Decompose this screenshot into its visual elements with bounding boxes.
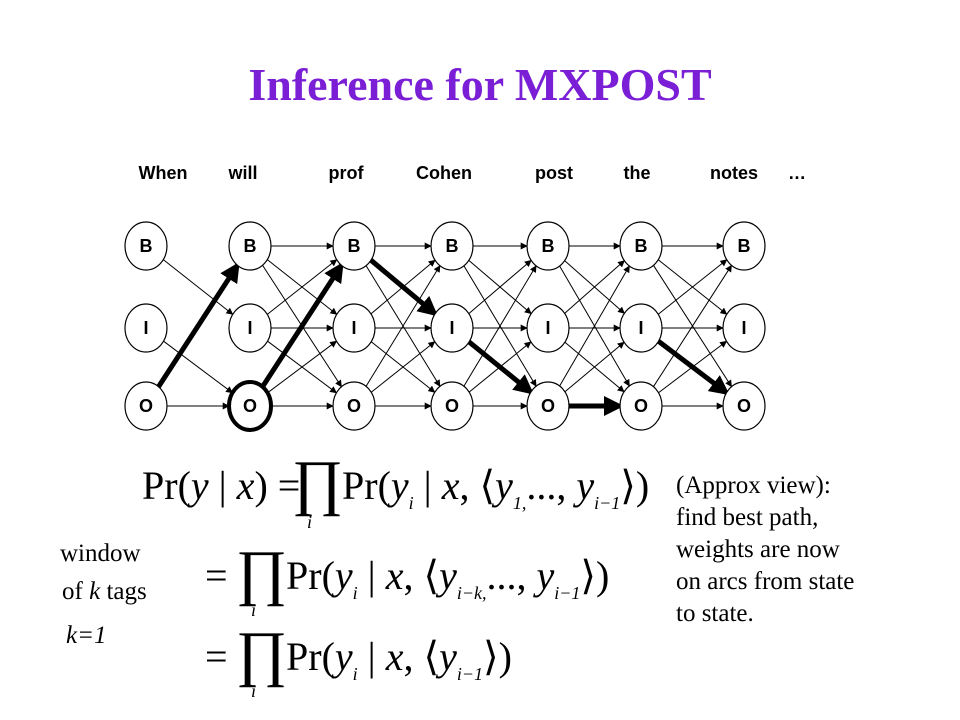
- k-tags-label: of k tags: [62, 578, 147, 605]
- arc-2-2-3-0: [365, 265, 441, 387]
- svg-text:B: B: [635, 236, 648, 256]
- state-node-6-B: B: [722, 221, 766, 271]
- state-node-1-B: B: [228, 221, 272, 271]
- svg-text:I: I: [247, 318, 252, 338]
- state-node-1-O: O: [227, 380, 273, 432]
- equation-k1: =: [205, 634, 228, 679]
- window-label: window: [60, 540, 141, 567]
- svg-text:B: B: [348, 236, 361, 256]
- product-index-2: i: [251, 600, 257, 620]
- product-symbol-1: ∏: [292, 449, 344, 517]
- svg-text:B: B: [542, 236, 555, 256]
- arc-2-2-3-1: [370, 341, 436, 393]
- arc-1-2-2-1: [267, 340, 338, 394]
- state-node-2-I: I: [332, 303, 376, 353]
- word-7: …: [788, 163, 806, 183]
- state-node-1-I: I: [228, 303, 272, 353]
- slide-title: Inference for MXPOST: [248, 59, 712, 110]
- word-6: notes: [710, 163, 758, 183]
- svg-text:O: O: [243, 396, 257, 416]
- arc-0-1-1-2: [163, 340, 234, 394]
- equation-full-rhs: Pr(yi | x, ⟨y1,..., yi−1⟩): [342, 463, 650, 513]
- product-symbol-2: ∏: [236, 539, 288, 607]
- word-5: the: [624, 163, 651, 183]
- word-4: post: [535, 163, 573, 183]
- svg-text:I: I: [449, 318, 454, 338]
- svg-text:O: O: [347, 396, 361, 416]
- state-node-2-B: B: [332, 221, 376, 271]
- approx-view-note: (Approx view): find best path, weights a…: [676, 472, 855, 627]
- svg-text:O: O: [445, 396, 459, 416]
- arc-4-2-5-1: [564, 341, 625, 393]
- best-path-arc-1-2-2-0: [260, 261, 344, 389]
- svg-text:O: O: [541, 396, 555, 416]
- state-node-4-I: I: [526, 303, 570, 353]
- svg-text:I: I: [351, 318, 356, 338]
- equation-full: Pr(y | x) =: [142, 463, 301, 508]
- state-node-0-B: B: [124, 221, 168, 271]
- state-node-5-O: O: [619, 381, 663, 431]
- svg-text:O: O: [737, 396, 751, 416]
- svg-text:I: I: [638, 318, 643, 338]
- arc-0-0-1-1: [162, 259, 234, 315]
- arc-2-1-3-0: [370, 259, 436, 315]
- svg-text:B: B: [738, 236, 751, 256]
- arc-3-1-4-0: [468, 259, 532, 315]
- svg-text:O: O: [139, 396, 153, 416]
- state-node-3-B: B: [430, 221, 474, 271]
- state-node-4-O: O: [526, 381, 570, 431]
- svg-text:B: B: [446, 236, 459, 256]
- arc-4-1-5-0: [564, 260, 625, 314]
- word-2: prof: [329, 163, 365, 183]
- state-node-0-I: I: [124, 303, 168, 353]
- svg-text:I: I: [741, 318, 746, 338]
- svg-text:B: B: [140, 236, 153, 256]
- state-node-4-B: B: [526, 221, 570, 271]
- state-node-5-I: I: [619, 303, 663, 353]
- arc-3-2-4-0: [463, 265, 537, 387]
- state-node-3-I: I: [430, 303, 474, 353]
- state-node-2-O: O: [332, 381, 376, 431]
- state-node-6-O: O: [722, 381, 766, 431]
- word-3: Cohen: [416, 163, 472, 183]
- best-path-arc-0-2-1-0: [156, 261, 240, 389]
- svg-text:B: B: [244, 236, 257, 256]
- svg-text:I: I: [143, 318, 148, 338]
- arc-5-2-6-0: [653, 264, 732, 387]
- svg-text:O: O: [634, 396, 648, 416]
- k-equals-one-label: k=1: [66, 622, 107, 649]
- arc-3-2-4-1: [468, 341, 532, 393]
- equation-k1-rhs: Pr(yi | x, ⟨yi−1⟩): [286, 634, 512, 684]
- svg-text:I: I: [545, 318, 550, 338]
- arc-4-2-5-0: [559, 265, 630, 387]
- state-node-5-B: B: [619, 221, 663, 271]
- state-node-0-O: O: [124, 381, 168, 431]
- word-1: will: [227, 163, 257, 183]
- product-index-3: i: [251, 681, 257, 701]
- product-symbol-3: ∏: [236, 620, 288, 688]
- arc-5-2-6-1: [658, 340, 728, 394]
- product-index-1: i: [307, 512, 313, 532]
- equation-window: =: [205, 553, 228, 598]
- arc-5-1-6-0: [657, 259, 728, 315]
- state-node-6-I: I: [722, 303, 766, 353]
- state-node-3-O: O: [430, 381, 474, 431]
- equation-window-rhs: Pr(yi | x, ⟨yi−k,..., yi−1⟩): [286, 553, 610, 603]
- word-0: When: [139, 163, 188, 183]
